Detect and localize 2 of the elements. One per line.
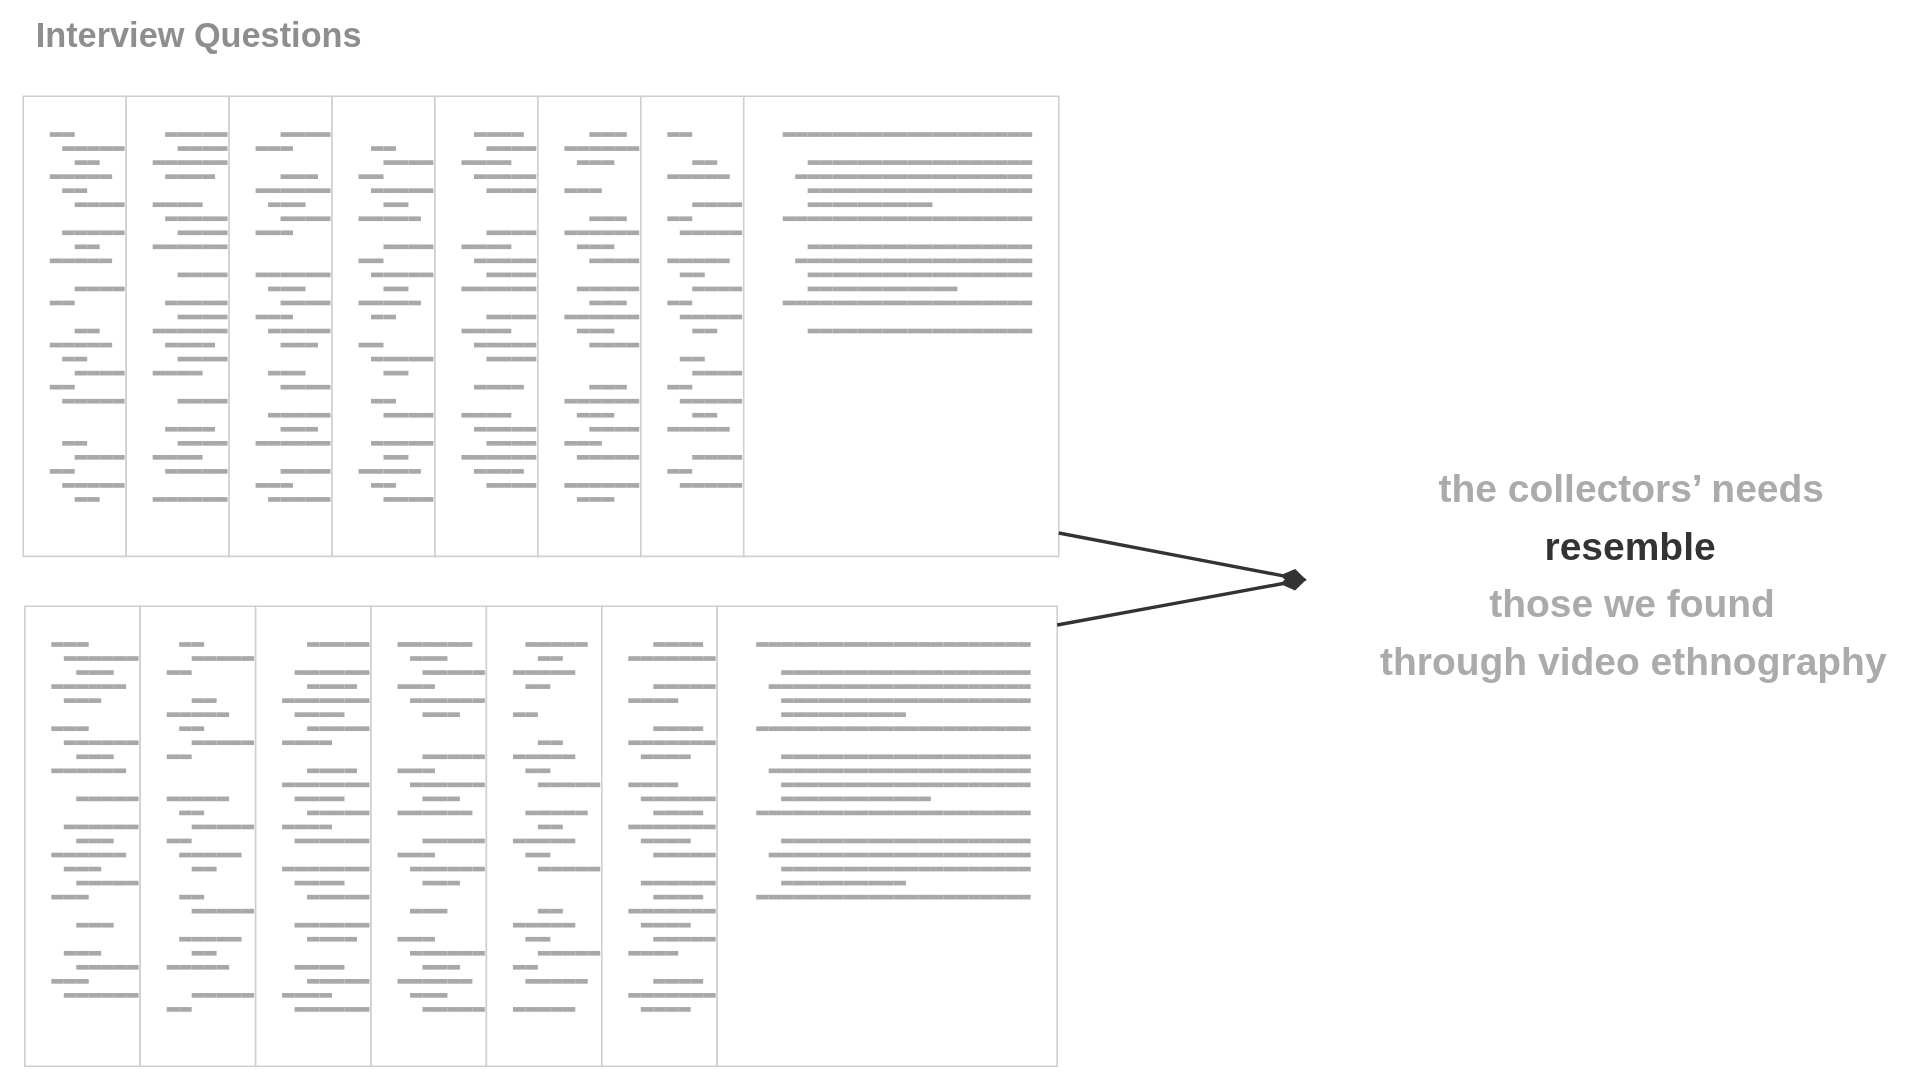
diagram-title: Interview Questions bbox=[35, 15, 362, 54]
node-text: the collectors’ needs resemble those we found through video ethnography bbox=[1379, 466, 1887, 683]
